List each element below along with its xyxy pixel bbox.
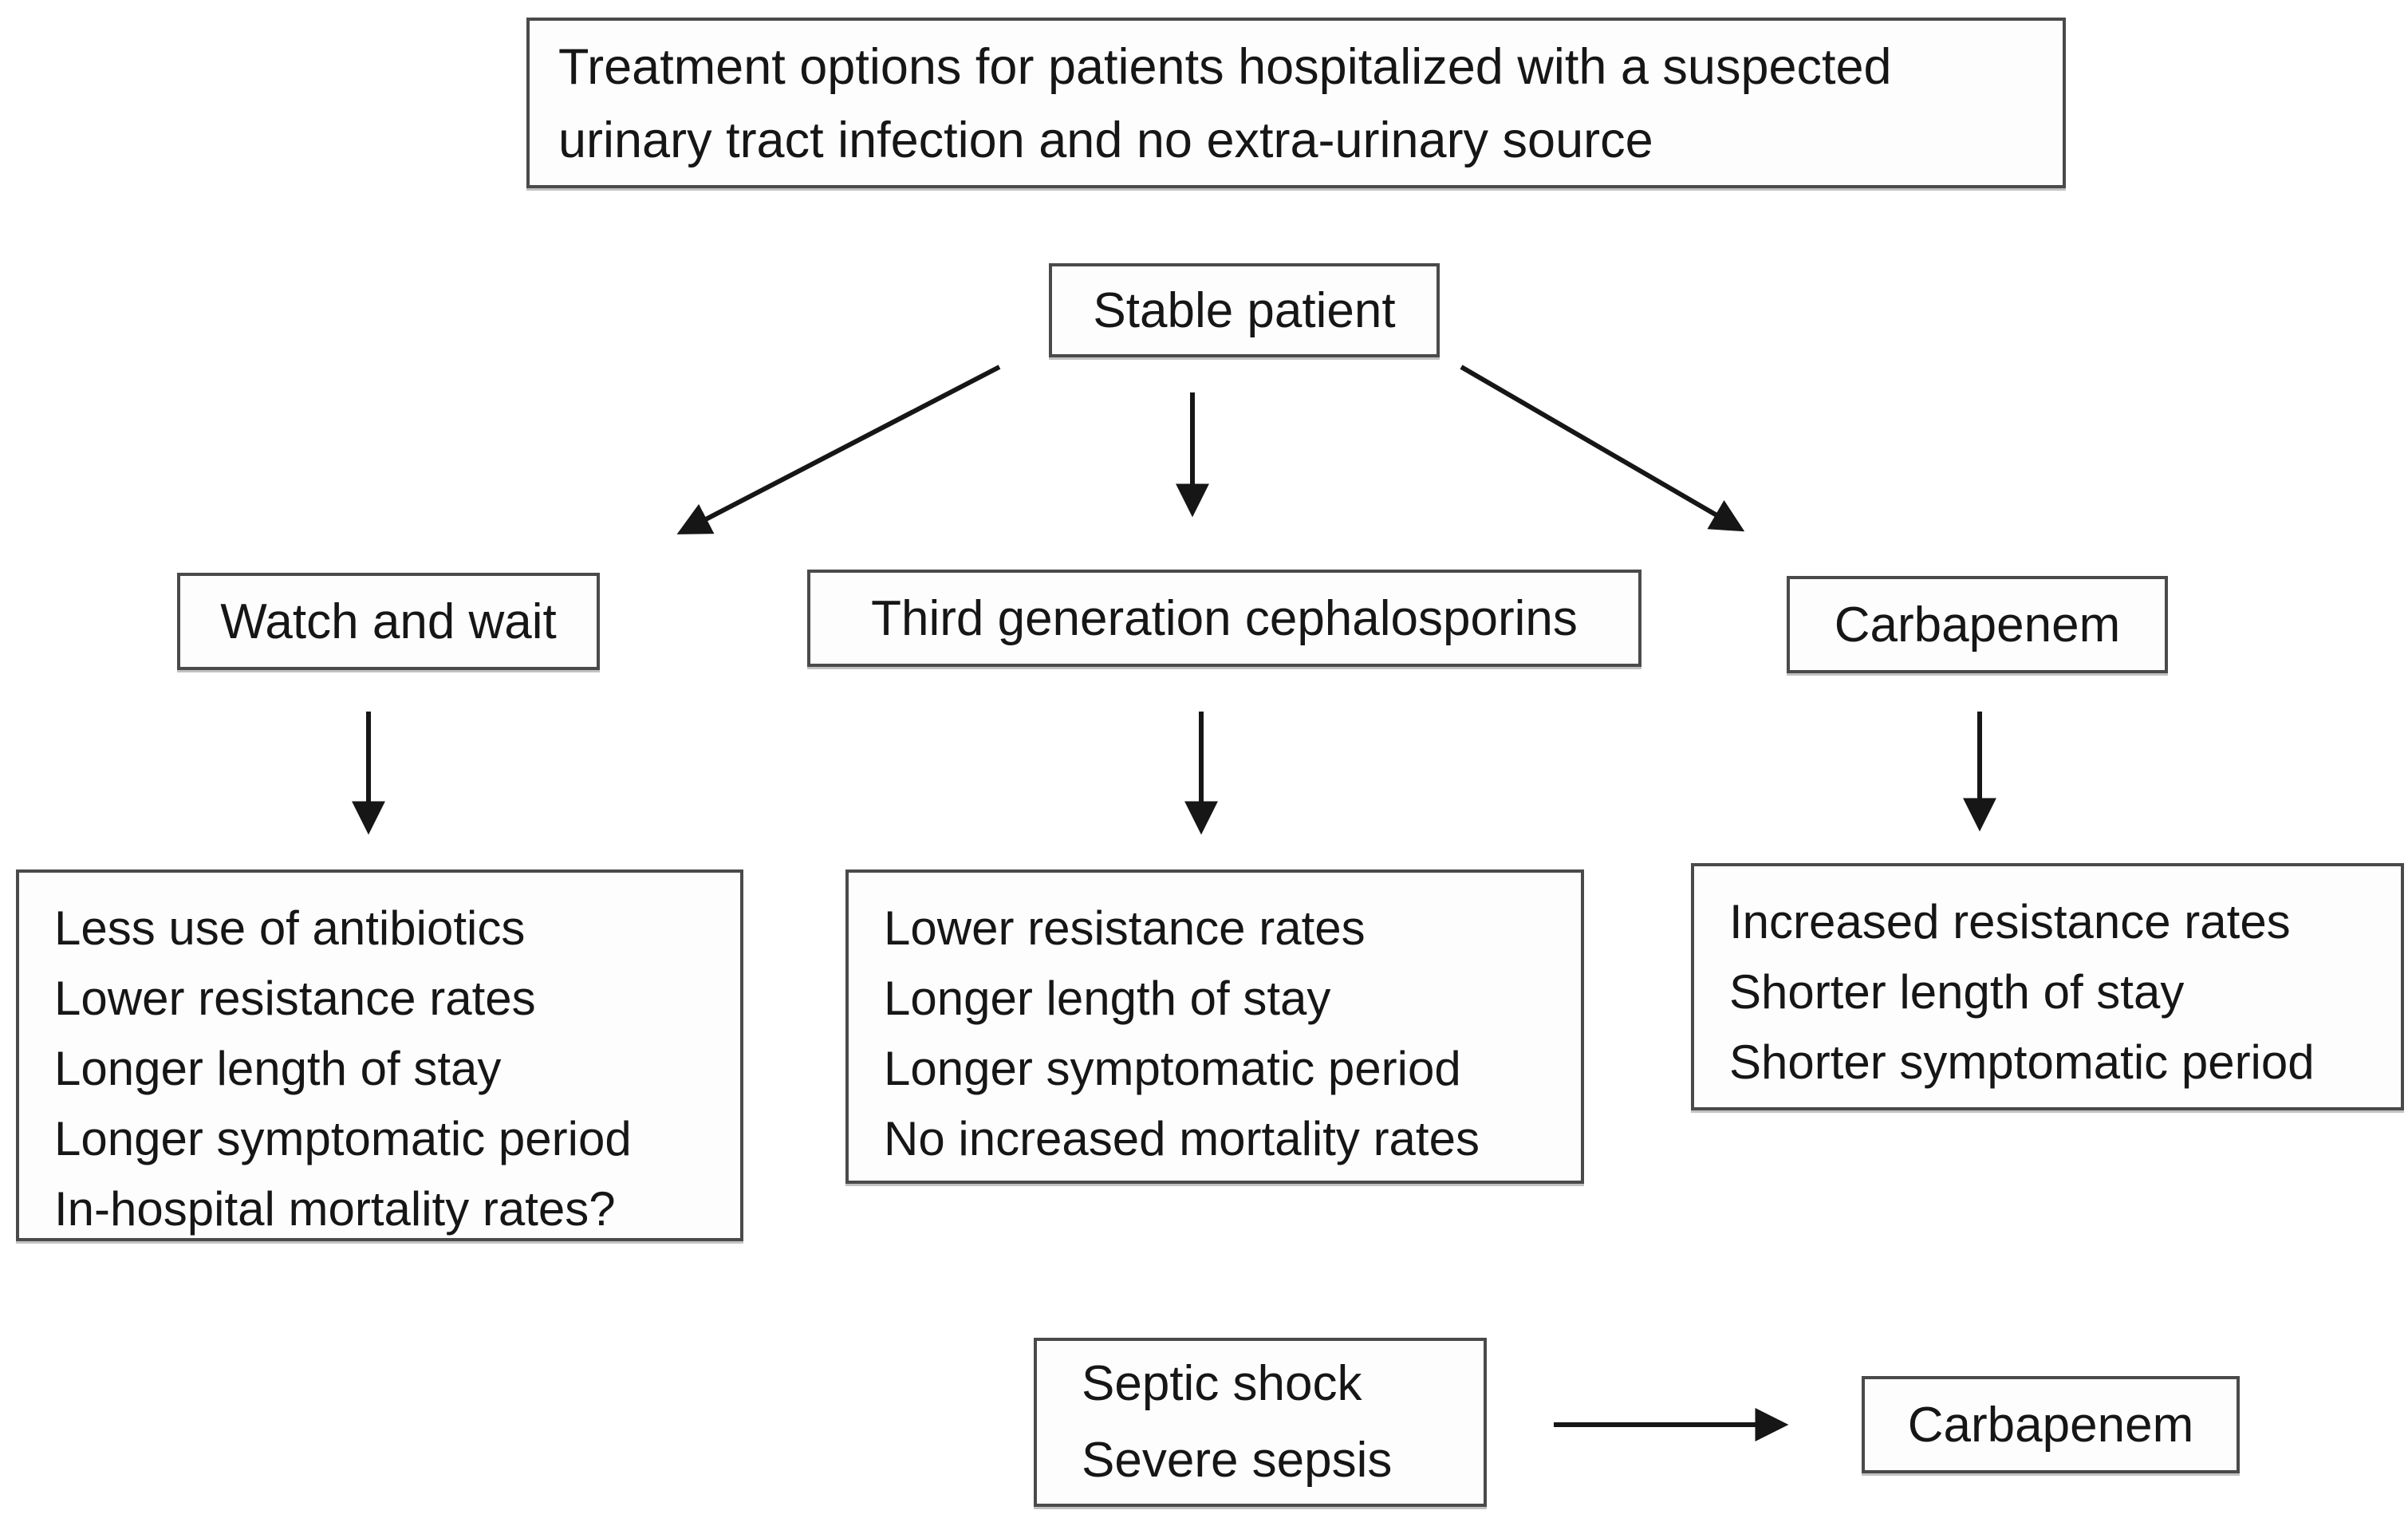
outcome-line: Shorter length of stay	[1729, 965, 2185, 1019]
node-label: Carbapenem	[1834, 597, 2121, 653]
outcome-line: Less use of antibiotics	[54, 901, 526, 955]
node-label: Watch and wait	[220, 593, 557, 649]
septic-line-1: Septic shock	[1082, 1356, 1362, 1411]
outcome-line: Longer length of stay	[54, 1042, 502, 1095]
outcome-line: In-hospital mortality rates?	[54, 1182, 616, 1236]
outcome-line: No increased mortality rates	[884, 1112, 1480, 1165]
outcome-line: Shorter symptomatic period	[1729, 1035, 2315, 1089]
title-line-1: Treatment options for patients hospitali…	[558, 39, 1892, 95]
outcome-line: Longer length of stay	[884, 972, 1331, 1025]
node-label: Stable patient	[1093, 282, 1396, 338]
node-label: Third generation cephalosporins	[871, 590, 1578, 646]
outcome-line: Longer symptomatic period	[884, 1042, 1461, 1095]
arrow-stable-to-watch	[676, 365, 1001, 534]
outcome-line: Lower resistance rates	[884, 901, 1366, 955]
arrow-stable-to-carbapenem	[1460, 365, 1745, 532]
septic-line-2: Severe sepsis	[1082, 1433, 1393, 1488]
node-carbapenem: Carbapenem	[1787, 576, 2168, 673]
outcome-line: Longer symptomatic period	[54, 1112, 632, 1165]
node-stable-patient: Stable patient	[1049, 263, 1440, 357]
title-line-2: urinary tract infection and no extra-uri…	[558, 112, 1653, 168]
outcome-line: Lower resistance rates	[54, 972, 536, 1025]
node-carbapenem-final: Carbapenem	[1862, 1376, 2240, 1473]
outcome-line: Increased resistance rates	[1729, 895, 2291, 948]
node-label: Carbapenem	[1907, 1397, 2194, 1453]
node-septic-shock-severe-sepsis: Septic shock Severe sepsis	[1034, 1338, 1487, 1507]
node-third-generation-cephalosporins: Third generation cephalosporins	[807, 570, 1641, 667]
node-watch-and-wait: Watch and wait	[177, 573, 600, 670]
title-box: Treatment options for patients hospitali…	[526, 18, 2066, 188]
